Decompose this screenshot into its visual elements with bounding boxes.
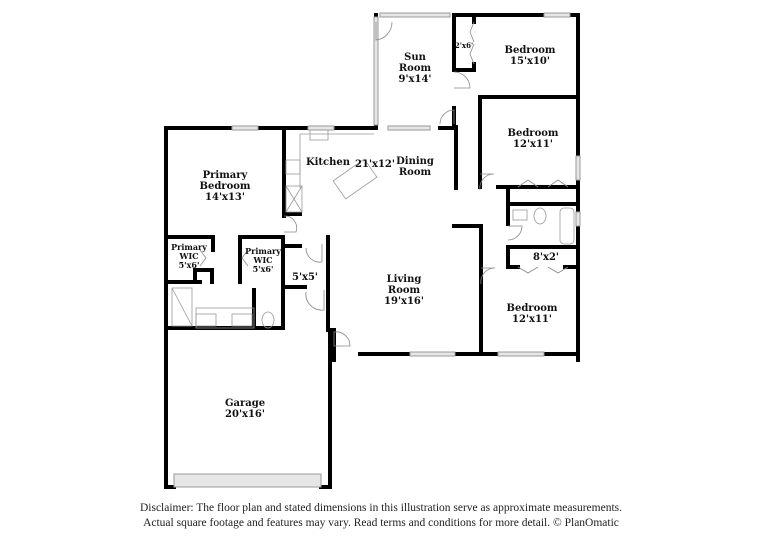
room-dims: 14'x13' — [205, 192, 245, 203]
label-kitchen-dims: 21'x12' — [355, 159, 395, 170]
room-name: Kitchen — [305, 157, 351, 168]
label-bedroom-middle: Bedroom 12'x11' — [508, 128, 559, 150]
room-name: Sun — [404, 52, 426, 63]
label-primary-wic-right: Primary WIC 5'x6' — [245, 247, 281, 274]
room-dims: 12'x11' — [513, 139, 553, 150]
room-name: Primary — [171, 242, 207, 252]
disclaimer-line-2: Actual square footage and features may v… — [143, 517, 619, 529]
room-dims: 5'x6' — [178, 260, 200, 270]
fixtures — [171, 129, 575, 329]
label-bedroom-bottom: Bedroom 12'x11' — [507, 303, 558, 325]
label-garage: Garage 20'x16' — [225, 398, 265, 420]
label-kitchen: Kitchen — [306, 157, 350, 168]
room-dims: 20'x16' — [225, 409, 265, 420]
disclaimer-line-1: Disclaimer: The floor plan and stated di… — [139, 502, 623, 514]
label-dining-room: Dining Room — [396, 156, 434, 178]
room-dims: 12'x11' — [512, 314, 552, 325]
room-name: Living — [386, 274, 422, 285]
label-bedroom-top: Bedroom 15'x10' — [505, 45, 556, 67]
windows — [173, 12, 581, 488]
room-name: Room — [398, 63, 432, 74]
doors — [199, 21, 569, 347]
room-dims: 19'x16' — [384, 296, 424, 307]
room-name: Primary — [202, 170, 248, 181]
label-closet-top: 2'x6' — [455, 40, 473, 51]
room-name: Bedroom — [504, 45, 556, 56]
walls — [164, 13, 580, 489]
room-dims: 5'x5' — [291, 272, 319, 283]
room-dims: 21'x12' — [355, 159, 395, 170]
room-name: Primary — [245, 246, 281, 256]
room-name: WIC — [179, 251, 199, 261]
label-laundry: 5'x5' — [292, 272, 318, 283]
label-closet-hall: 8'x2' — [533, 252, 559, 263]
room-name: Room — [387, 285, 421, 296]
disclaimer: Disclaimer: The floor plan and stated di… — [0, 501, 762, 531]
label-sun-room: Sun Room 9'x14' — [399, 52, 432, 85]
room-name: Room — [398, 167, 432, 178]
room-name: WIC — [253, 255, 273, 265]
room-name: Dining — [396, 156, 434, 167]
room-name: Bedroom — [507, 128, 559, 139]
label-living-room: Living Room 19'x16' — [384, 274, 424, 307]
room-name: Bedroom — [506, 303, 558, 314]
room-name: Garage — [224, 398, 266, 409]
room-dims: 15'x10' — [510, 56, 550, 67]
room-dims: 2'x6' — [454, 41, 474, 50]
label-primary-wic-left: Primary WIC 5'x6' — [171, 243, 207, 270]
room-dims: 5'x6' — [252, 264, 274, 274]
label-primary-bedroom: Primary Bedroom 14'x13' — [200, 170, 251, 203]
room-dims: 8'x2' — [532, 252, 560, 263]
room-name: Bedroom — [199, 181, 251, 192]
room-dims: 9'x14' — [398, 74, 432, 85]
